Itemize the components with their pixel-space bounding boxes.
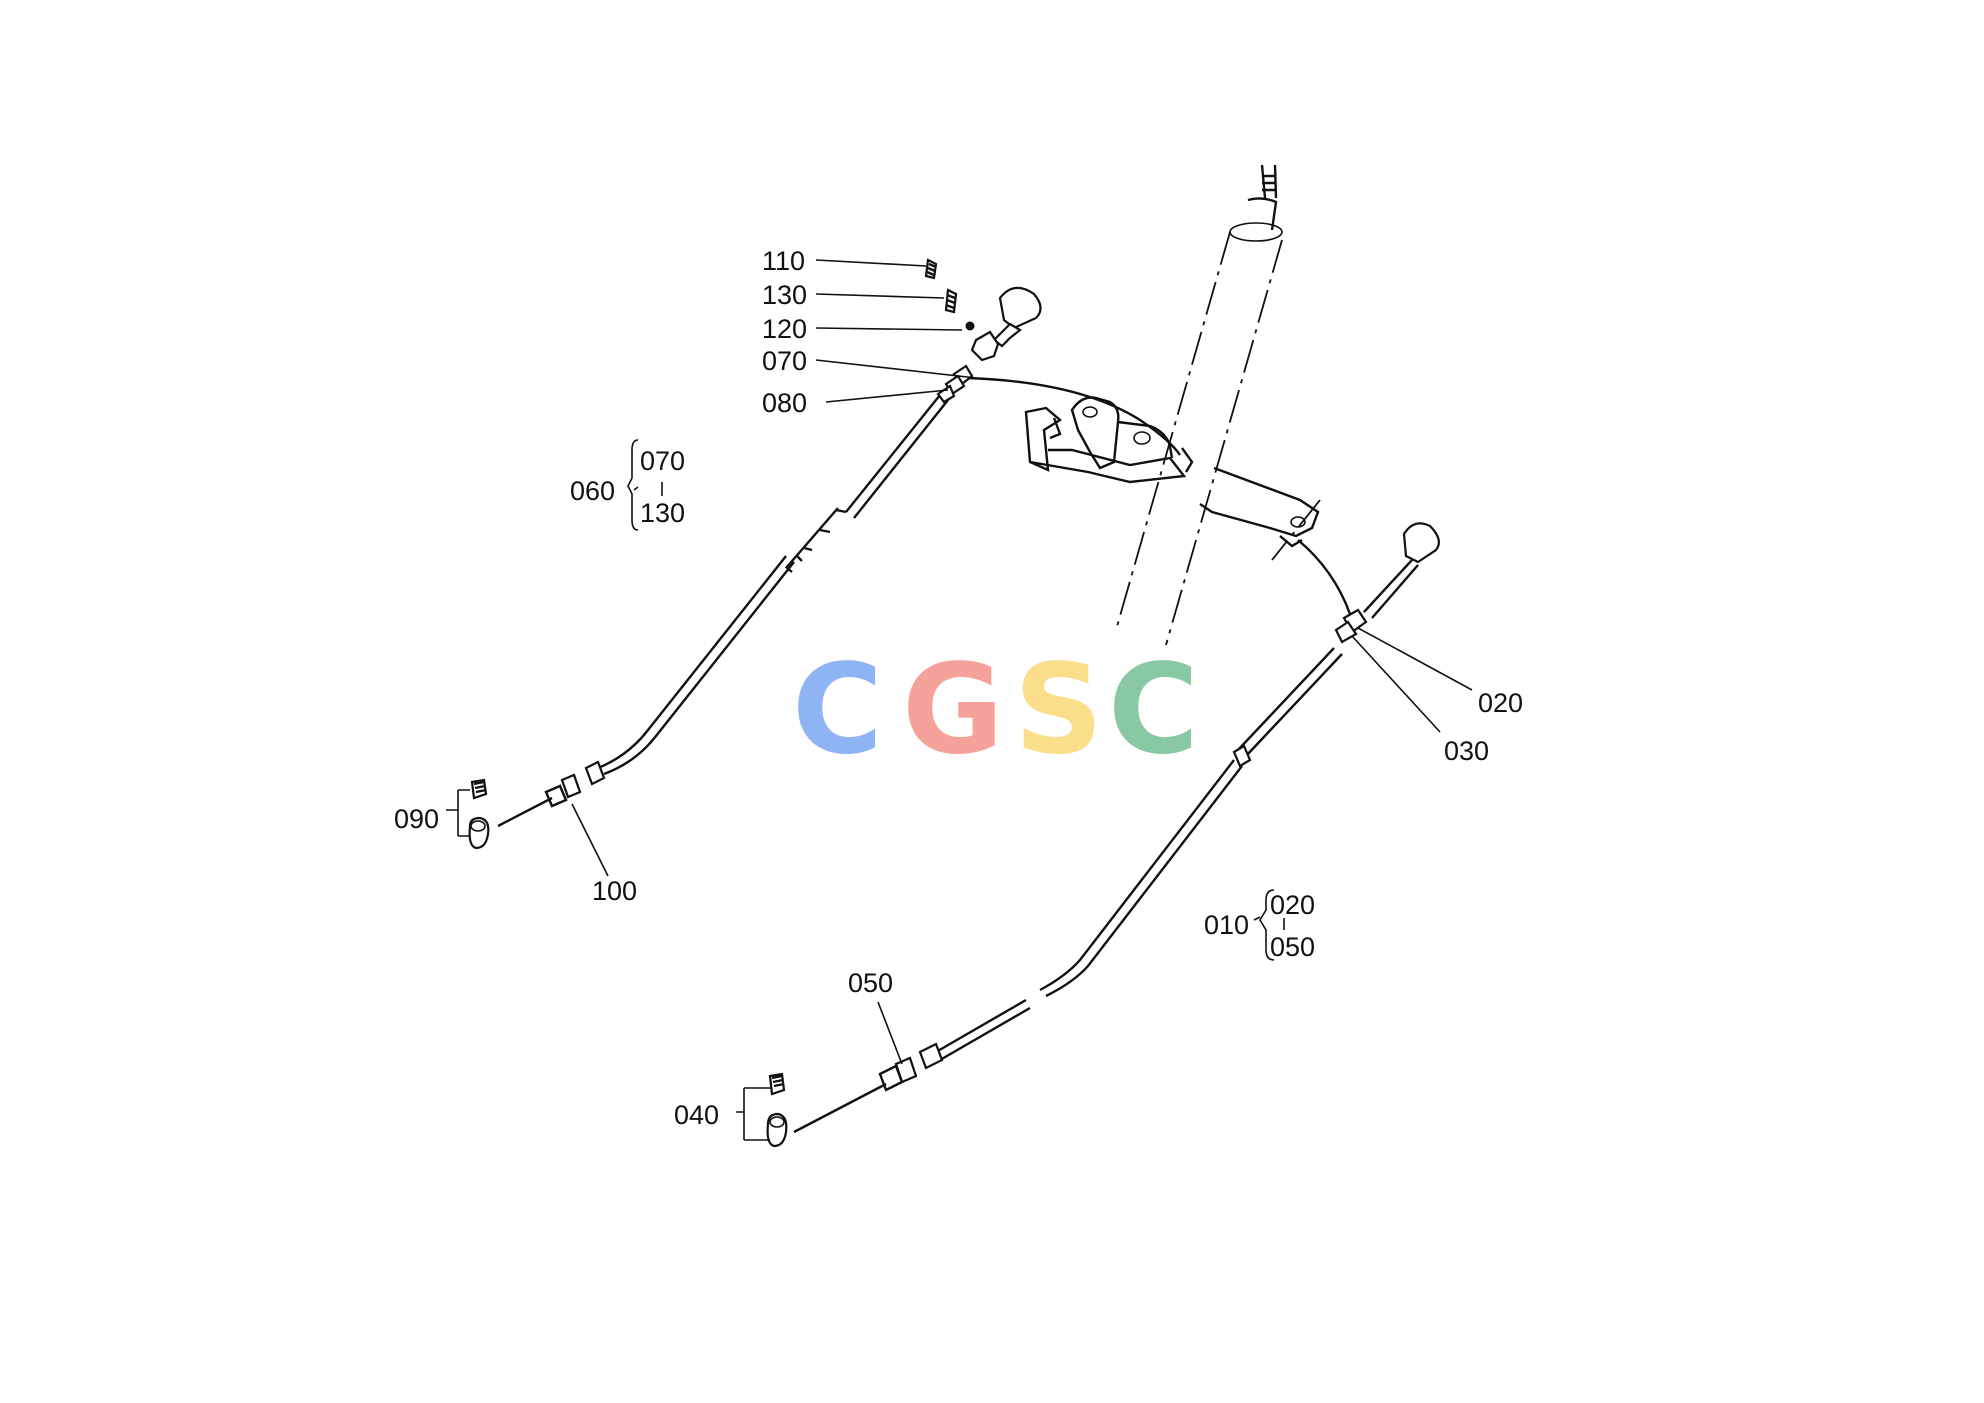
cgsc-watermark-logo: C G S C [792,638,1199,782]
label-040: 040 [674,1100,719,1130]
label-100: 100 [592,876,637,906]
label-070: 070 [762,346,807,376]
label-060-range-end: 130 [640,498,685,528]
right-control-cable [793,522,1441,1134]
part-labels: 110 130 120 070 080 060 070 130 090 100 … [394,246,1523,1130]
label-010-range-end: 050 [1270,932,1315,962]
left-control-cable [497,376,1181,828]
label-010: 010 [1204,910,1249,940]
left-knob-assembly [924,258,1042,404]
watermark-letter-2: G [902,638,1004,782]
label-080: 080 [762,388,807,418]
leader-lines [446,259,1473,1141]
clamp-040 [766,1072,788,1148]
label-110: 110 [762,246,805,276]
label-120: 120 [762,314,807,344]
label-010-range-start: 020 [1270,890,1315,920]
watermark-letter-3: S [1014,638,1103,782]
watermark-letter-4: C [1108,638,1199,782]
mounting-bracket [1024,396,1321,561]
label-050: 050 [848,968,893,998]
label-020: 020 [1478,688,1523,718]
label-060: 060 [570,476,615,506]
clamp-090 [468,778,490,850]
label-030: 030 [1444,736,1489,766]
steering-column [1115,164,1283,646]
label-060-range-start: 070 [640,446,685,476]
label-130: 130 [762,280,807,310]
label-090: 090 [394,804,439,834]
watermark-letter-1: C [792,638,883,782]
